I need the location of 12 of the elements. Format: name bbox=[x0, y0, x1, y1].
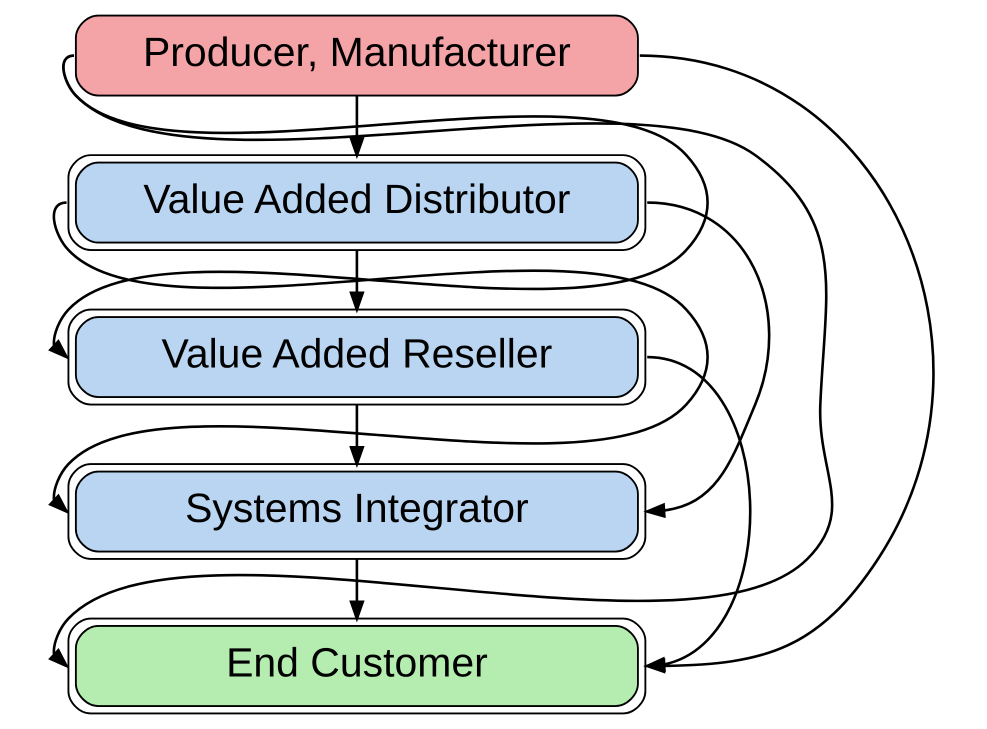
node-box: End Customer bbox=[67, 618, 646, 714]
arrow bbox=[348, 250, 364, 314]
arrow bbox=[348, 404, 364, 468]
arrow bbox=[348, 96, 364, 160]
node-box: Producer, Manufacturer bbox=[74, 14, 638, 96]
arrow bbox=[642, 201, 770, 518]
node-box: Value Added Reseller bbox=[67, 308, 646, 406]
node-box: Systems Integrator bbox=[67, 463, 646, 560]
node-box: Value Added Distributor bbox=[67, 154, 646, 251]
arrow bbox=[642, 356, 751, 672]
arrow bbox=[48, 54, 833, 669]
arrow bbox=[348, 558, 364, 622]
